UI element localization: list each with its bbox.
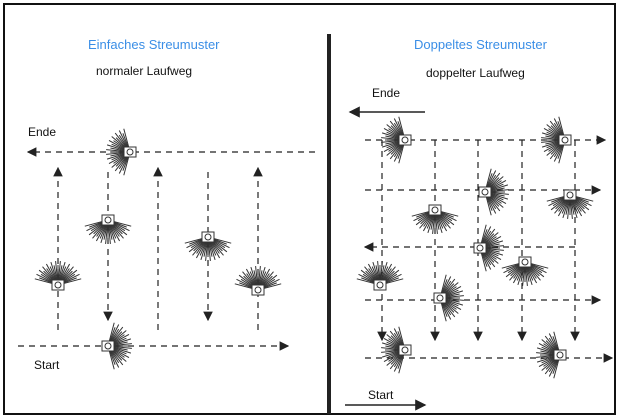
fan-spreader-icon (184, 231, 232, 261)
fan-spreader-icon (34, 261, 82, 291)
left-end-label: Ende (28, 125, 57, 139)
fan-spreader-icon (541, 116, 572, 164)
fan-spreader-icon (84, 214, 132, 244)
fan-spreader-icon (546, 189, 594, 219)
right-end-label: Ende (372, 86, 401, 100)
right-panel-title: Doppeltes Streumuster (414, 37, 547, 52)
left-panel-subtitle: normaler Laufweg (96, 64, 193, 78)
fan-spreader-icon (356, 261, 404, 291)
fan-spreader-icon (478, 168, 509, 216)
right-start-label: Start (368, 388, 394, 402)
fan-spreader-icon (381, 326, 412, 374)
fan-spreader-icon (433, 274, 464, 322)
fan-spreader-icon (501, 256, 549, 286)
fan-spreader-icon (473, 224, 504, 272)
fan-spreader-icon (234, 266, 282, 296)
fan-spreader-icon (411, 204, 459, 234)
fan-spreader-icon (381, 116, 412, 164)
fan-spreader-icon (101, 322, 132, 370)
right-panel-subtitle: doppelter Laufweg (426, 66, 525, 80)
left-panel-title: Einfaches Streumuster (88, 37, 220, 52)
fan-spreader-icon (106, 128, 137, 176)
panel-divider (327, 34, 331, 414)
fan-spreader-icon (536, 331, 567, 379)
left-start-label: Start (34, 358, 60, 372)
